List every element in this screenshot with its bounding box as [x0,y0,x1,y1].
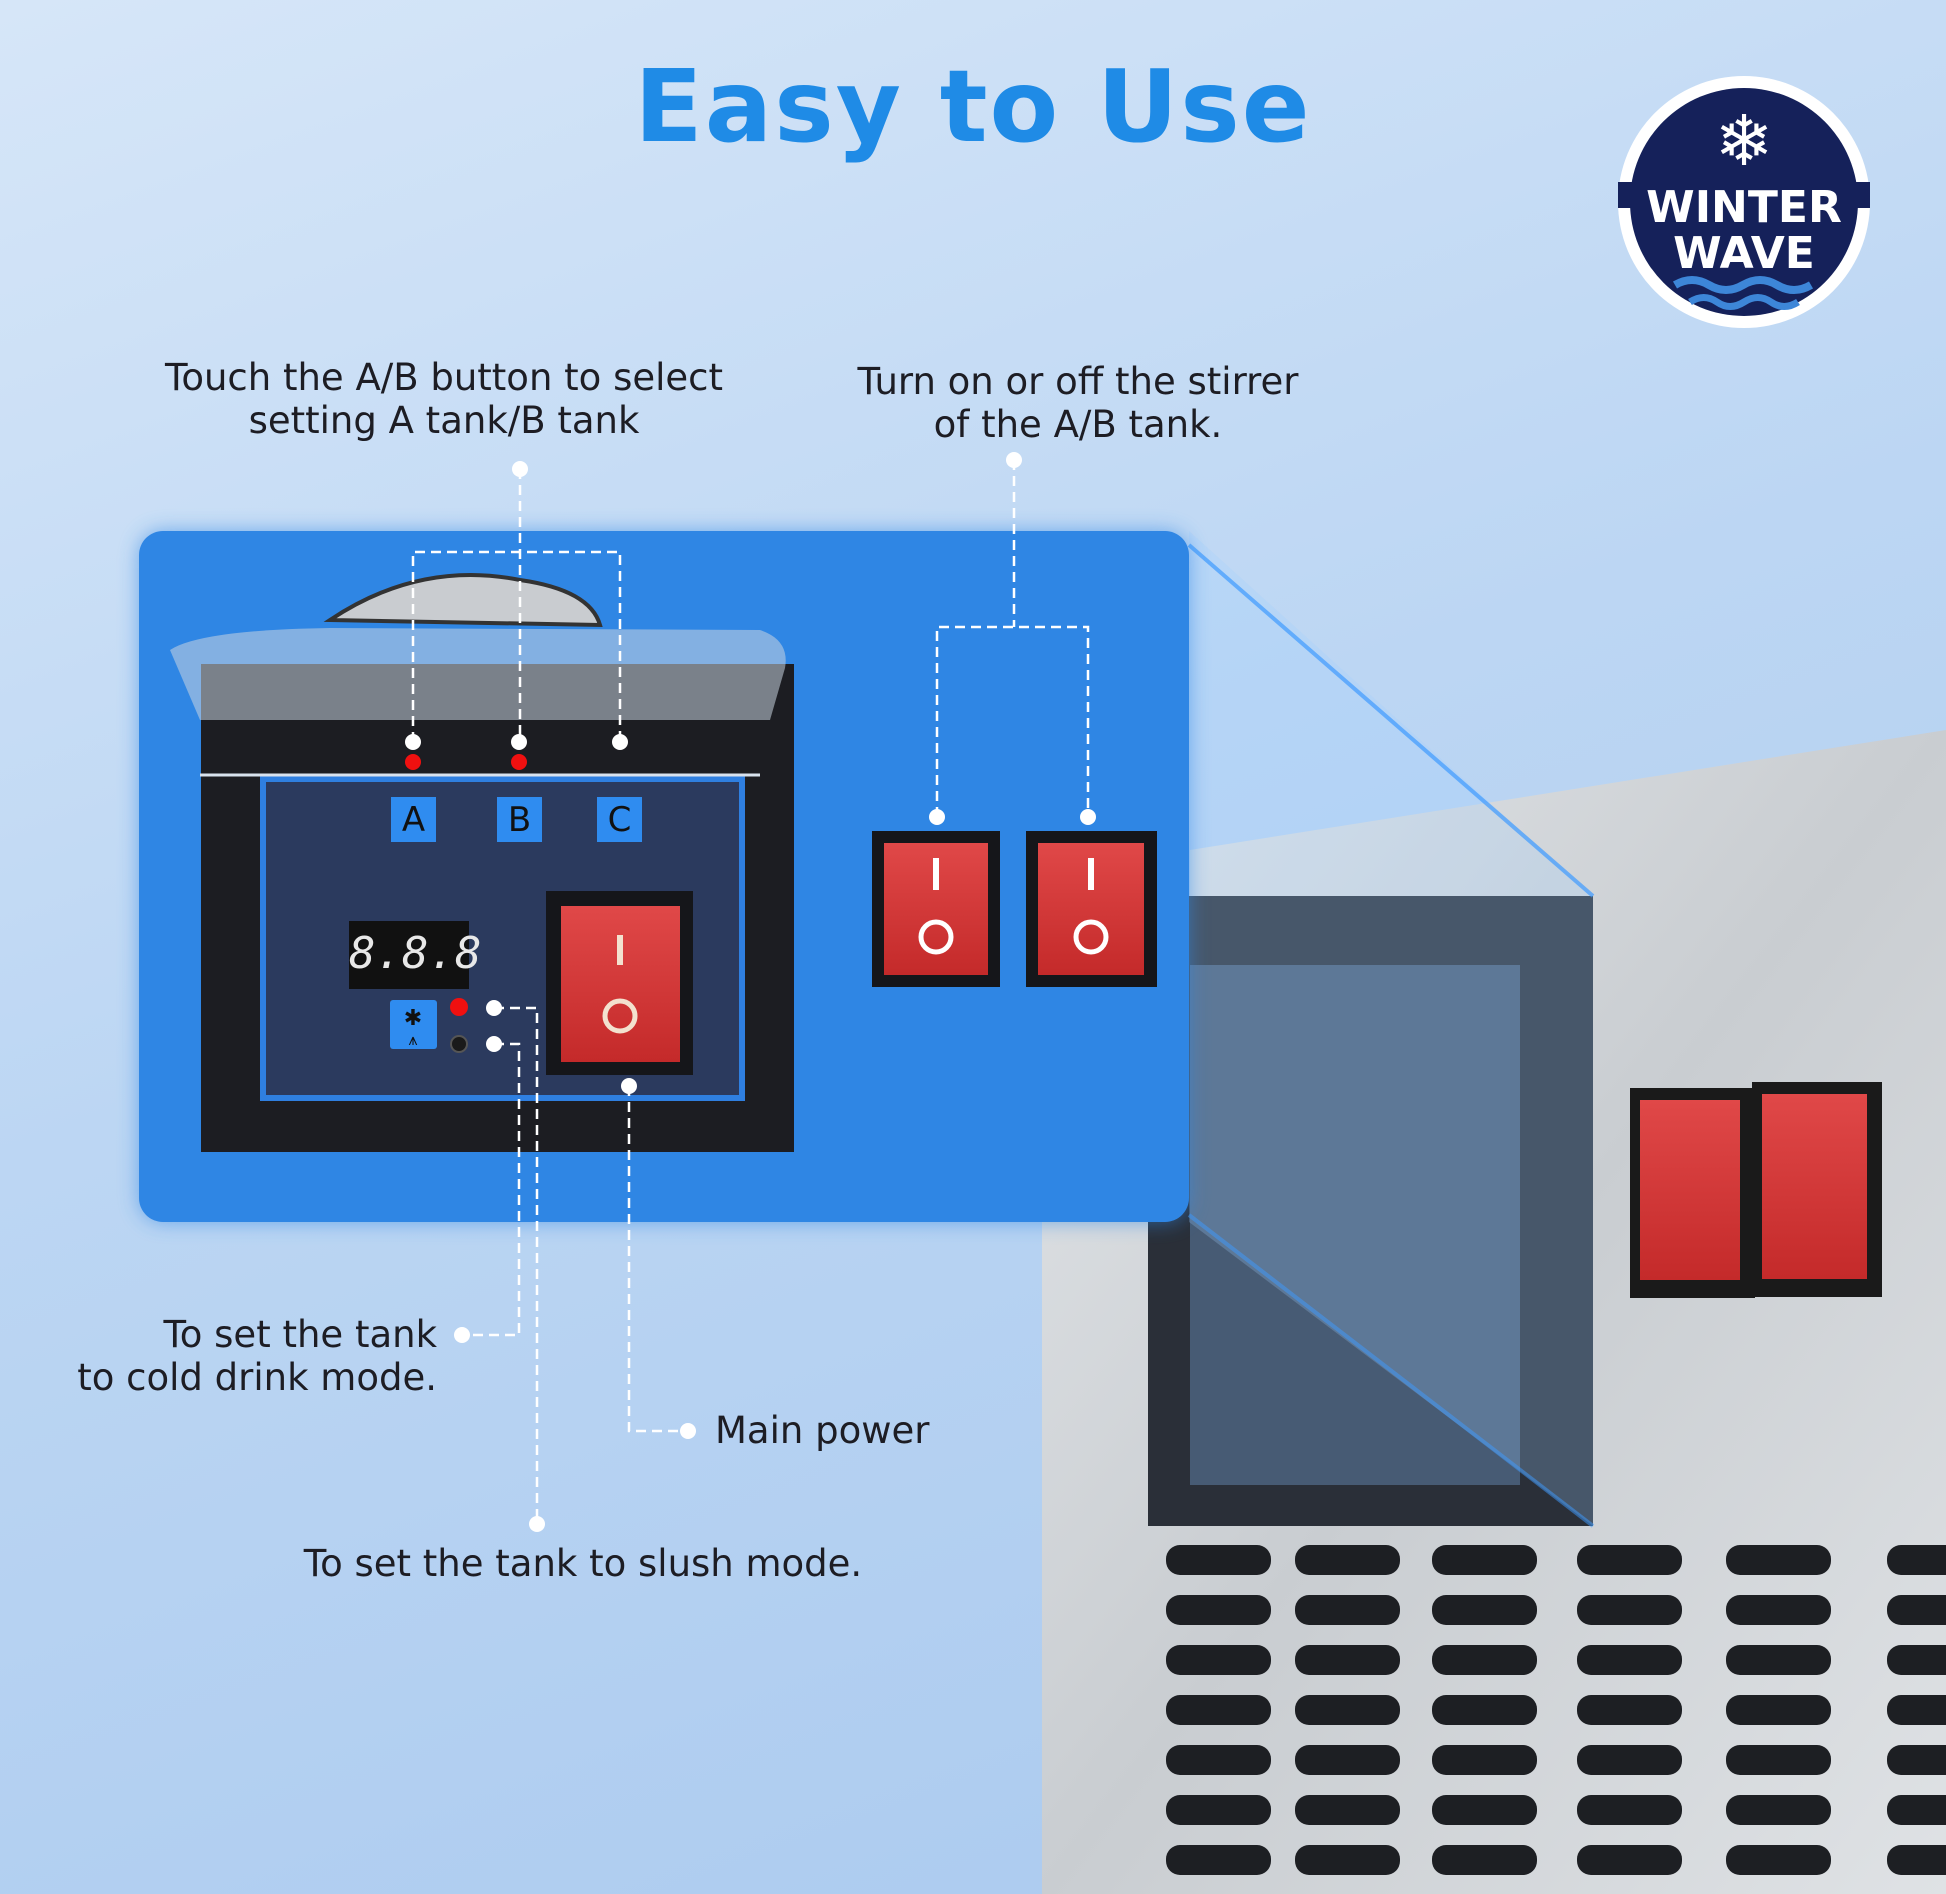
callout-stirrer: Turn on or off the stirrer of the A/B ta… [778,360,1378,446]
vent-slot [1726,1845,1831,1875]
vent-slot [1887,1845,1946,1875]
vent-slot [1432,1545,1537,1575]
vent-slot [1166,1795,1271,1825]
vent-slot [1887,1745,1946,1775]
vent-slot [1887,1645,1946,1675]
vent-slot [1887,1695,1946,1725]
vent-slot [1295,1595,1400,1625]
vent-slot [1166,1695,1271,1725]
tank-a-button[interactable]: A [391,797,436,842]
vent-slot [1432,1795,1537,1825]
page-title: Easy to Use [634,48,1312,165]
winter-wave-logo: ❄ WINTER WAVE [1618,76,1870,328]
vent-slot [1166,1745,1271,1775]
vent-slot [1295,1545,1400,1575]
callout-main-power: Main power [715,1409,930,1452]
tank-b-button[interactable]: B [497,797,542,842]
tank-c-button[interactable]: C [597,797,642,842]
callout-line: of the A/B tank. [933,403,1223,446]
leader-dots [405,452,1096,1532]
vent-slot [1726,1645,1831,1675]
vent-slot [1726,1745,1831,1775]
vent-slot [1295,1645,1400,1675]
vent-slot [1432,1845,1537,1875]
svg-text:WINTER: WINTER [1646,182,1842,233]
vent-slot [1432,1645,1537,1675]
svg-text:⩚: ⩚ [408,1030,417,1049]
callout-line: To set the tank [163,1313,437,1356]
callout-line: setting A tank/B tank [248,399,640,442]
vent-slot [1726,1595,1831,1625]
vent-slot [1432,1595,1537,1625]
vent-slot [1726,1795,1831,1825]
vent-slot [1577,1595,1682,1625]
callout-line: to cold drink mode. [77,1356,437,1399]
vent-slot [1577,1695,1682,1725]
callout-cold-mode: To set the tank to cold drink mode. [37,1313,437,1399]
callout-slush-mode: To set the tank to slush mode. [303,1542,863,1585]
vent-slot [1726,1695,1831,1725]
vent-slot [1887,1595,1946,1625]
vent-slot [1887,1795,1946,1825]
vent-slot [1887,1545,1946,1575]
vent-slot [1577,1845,1682,1875]
vent-slot [1432,1745,1537,1775]
vent-slot [1166,1845,1271,1875]
vent-slot [1577,1545,1682,1575]
vent-slot [1577,1745,1682,1775]
svg-text:❄: ❄ [1715,100,1774,182]
vent-slot [1295,1695,1400,1725]
vent-slot [1295,1845,1400,1875]
vent-slot [1166,1545,1271,1575]
callout-line: Turn on or off the stirrer [857,360,1299,403]
leader-lines [411,460,1090,1524]
vent-slot [1166,1595,1271,1625]
vent-slot [1432,1695,1537,1725]
vent-slot [1295,1745,1400,1775]
vent-slot [1726,1545,1831,1575]
vent-slot [1166,1645,1271,1675]
callout-ab-select: Touch the A/B button to select setting A… [144,356,744,442]
vent-slot [1577,1795,1682,1825]
vent-slot [1295,1795,1400,1825]
svg-text:WAVE: WAVE [1673,228,1815,279]
digital-display: 8.8.8 [349,928,482,979]
svg-text:✱: ✱ [404,1006,422,1031]
callout-line: Touch the A/B button to select [165,356,723,399]
vent-slot [1577,1645,1682,1675]
vent-grid [1166,1545,1946,1875]
